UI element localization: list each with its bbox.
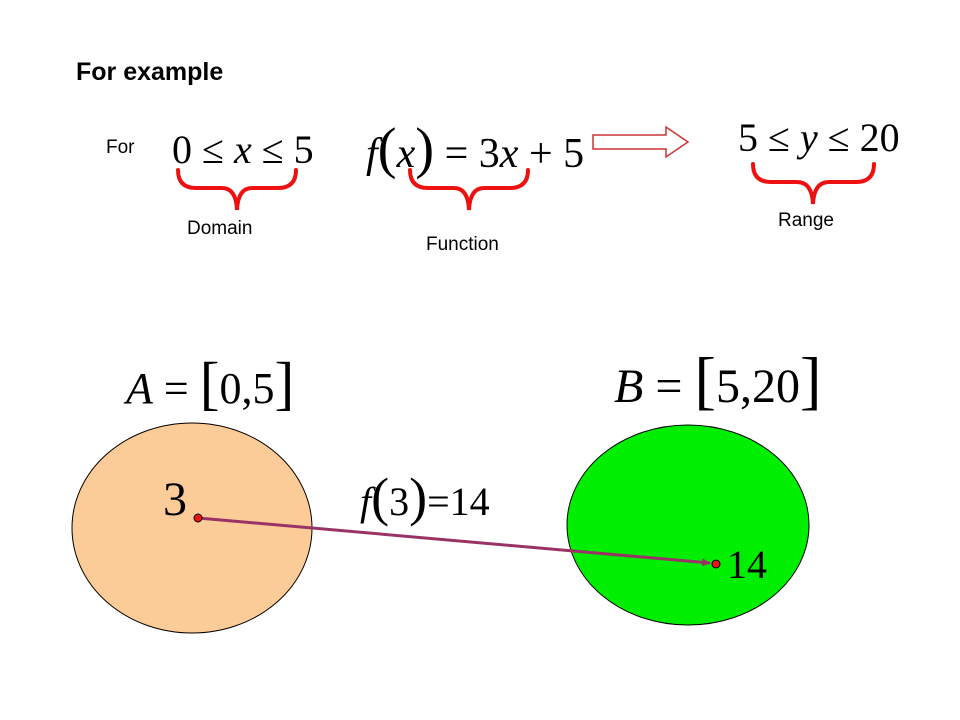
function-brace (408, 168, 530, 211)
set-b-close-bracket: ] (799, 345, 822, 417)
set-a-open-bracket: [ (199, 350, 220, 416)
range-right-bound: 20 (859, 115, 900, 160)
function-variable: x (396, 131, 416, 177)
domain-right-bound: 5 (293, 127, 314, 172)
mapping-close-paren: ) (409, 467, 428, 527)
domain-brace (176, 168, 298, 211)
range-label: Range (778, 210, 834, 231)
page-title: For example (76, 58, 224, 86)
domain-variable: x (233, 127, 252, 172)
range-op-1: ≤ (768, 115, 790, 160)
set-b-interval: 5,20 (715, 360, 800, 413)
range-left-bound: 5 (738, 115, 758, 160)
function-label: Function (426, 234, 499, 255)
range-variable: y (799, 115, 818, 160)
mapping-equals: = (427, 479, 450, 524)
input-point (193, 513, 203, 523)
range-op-2: ≤ (827, 115, 850, 160)
function-constant: 5 (563, 131, 585, 177)
domain-inequality: 0 ≤ x ≤ 5 (172, 126, 314, 173)
set-a-name: A (126, 364, 153, 413)
input-value: 3 (163, 473, 187, 526)
range-inequality: 5 ≤ y ≤ 20 (738, 114, 900, 161)
domain-label: Domain (187, 218, 253, 239)
mapping-arrow (197, 516, 711, 567)
function-coefficient: 3 (478, 131, 500, 177)
set-b-equals: = (655, 360, 683, 413)
output-point (711, 559, 721, 569)
function-close-paren: ) (415, 117, 435, 180)
outline-arrow (592, 125, 690, 159)
set-a-interval: 0,5 (219, 364, 275, 413)
function-coef-variable: x (499, 131, 519, 177)
mapping-argument: 3 (389, 479, 410, 524)
function-open-paren: ( (377, 117, 397, 180)
set-b-open-bracket: [ (694, 345, 716, 417)
range-brace (751, 162, 876, 205)
mapping-open-paren: ( (371, 467, 390, 527)
set-b-name: B (614, 360, 644, 413)
mapping-function-name: f (360, 479, 372, 524)
set-b-ellipse (566, 424, 810, 626)
domain-op-2: ≤ (261, 127, 284, 172)
set-a-close-bracket: ] (274, 350, 295, 416)
function-name: f (366, 131, 378, 177)
set-a-ellipse (71, 422, 313, 634)
set-b-definition: B = [5,20] (614, 349, 822, 414)
domain-left-bound: 0 (172, 127, 192, 172)
output-value: 14 (727, 542, 767, 587)
mapping-result: 14 (449, 479, 490, 524)
function-equation: f(x) = 3x + 5 (366, 120, 585, 178)
set-a-definition: A = [0,5] (126, 353, 294, 414)
mapping-expression: f(3)=14 (360, 470, 490, 525)
domain-op-1: ≤ (202, 127, 224, 172)
function-plus: + (528, 131, 553, 177)
intro-word: For (106, 137, 135, 158)
set-a-equals: = (163, 364, 189, 413)
function-equals: = (444, 131, 469, 177)
